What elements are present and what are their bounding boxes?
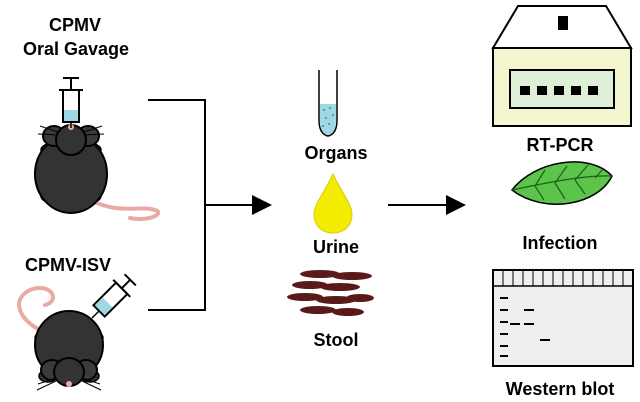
organs-label: Organs	[304, 143, 368, 163]
oral-gavage-label: Oral Gavage	[22, 39, 130, 59]
connector-lines	[148, 99, 272, 311]
western-blot-label: Western blot	[505, 379, 615, 399]
organ-tube-icon	[318, 70, 338, 137]
urine-drop-icon	[313, 172, 353, 234]
rtpcr-label: RT-PCR	[526, 135, 594, 155]
urine-label: Urine	[312, 237, 359, 257]
rtpcr-machine-icon	[491, 5, 633, 127]
mouse-isv-icon	[17, 273, 137, 391]
mouse-oral-gavage-icon	[34, 77, 161, 221]
infection-label: Infection	[522, 233, 598, 253]
stool-label: Stool	[313, 330, 359, 350]
stool-icon	[287, 270, 374, 316]
leaf-icon	[510, 161, 613, 205]
cpmv-isv-label: CPMV-ISV	[24, 255, 112, 275]
western-blot-icon	[492, 269, 634, 367]
cpmv-label: CPMV	[48, 15, 101, 35]
